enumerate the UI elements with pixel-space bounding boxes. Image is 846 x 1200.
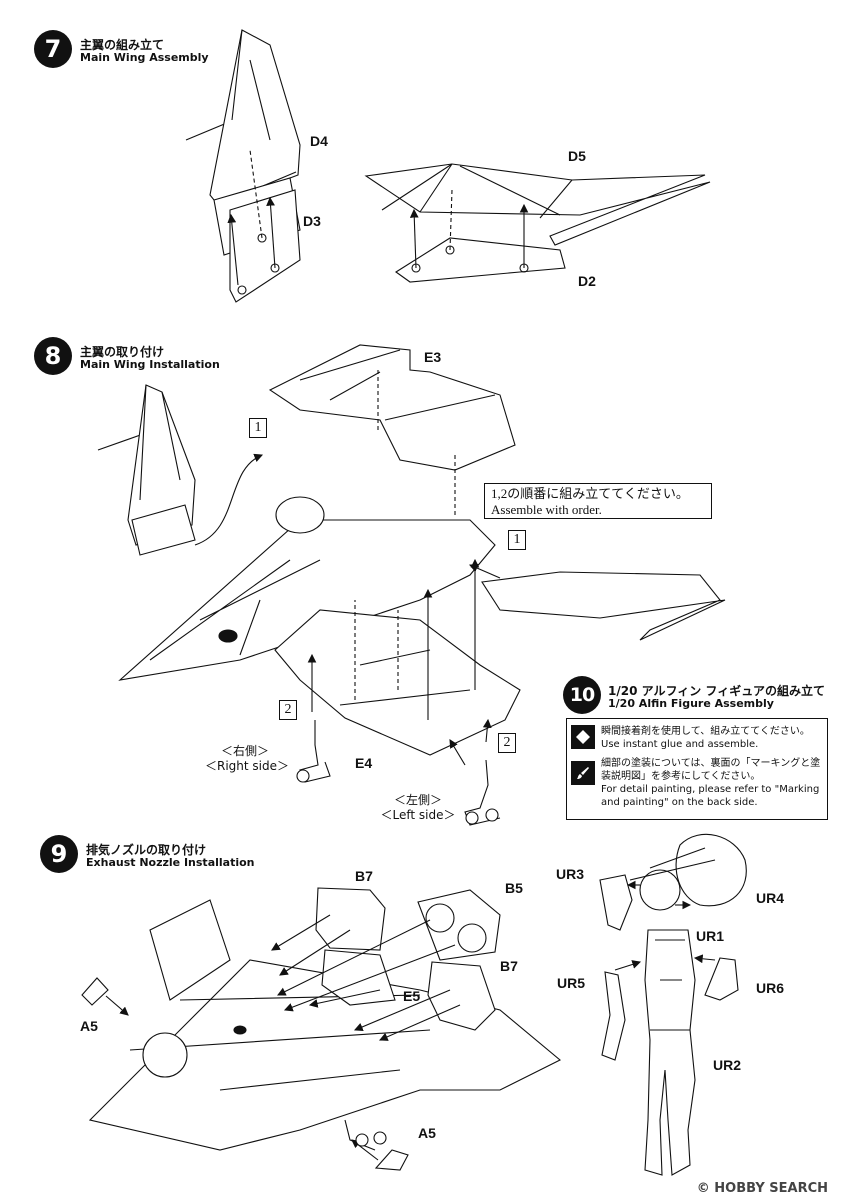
part-label-a5-left: A5 [80, 1018, 98, 1034]
part-label-d5: D5 [568, 148, 586, 164]
part-label-e4: E4 [355, 755, 373, 771]
part-label-ur2: UR2 [713, 1057, 742, 1073]
step-7-badge: 7 [34, 30, 72, 68]
part-label-b7-bottom: B7 [500, 958, 518, 974]
part-label-b5: B5 [505, 880, 523, 896]
note-glue-en: Use instant glue and assemble. [601, 739, 759, 750]
step7-vertical-wing-drawing [186, 30, 300, 302]
figure-notes-box: 瞬間接着剤を使用して、組み立ててください。 Use instant glue a… [566, 718, 828, 820]
step-7-title-jp: 主翼の組み立て [80, 38, 165, 52]
part-label-d4: D4 [310, 133, 328, 149]
left-side-label: ＜左側＞ ＜Left side＞ [378, 793, 458, 823]
step-10-badge: 10 [563, 676, 601, 714]
order-marker-2-left: 2 [279, 700, 297, 720]
note-paint: 細部の塗装については、裏面の「マーキングと塗装説明図」を参考にしてください。 F… [571, 757, 823, 815]
step10-figure-drawing [600, 834, 746, 1175]
step-8-title-jp: 主翼の取り付け [80, 345, 165, 359]
watermark: © HOBBY SEARCH [697, 1181, 828, 1196]
left-side-en: ＜Left side＞ [380, 808, 456, 822]
watermark-logo-icon: © [696, 1181, 715, 1196]
step-10-title-jp: 1/20 アルフィン フィギュアの組み立て [608, 684, 825, 698]
part-label-ur1: UR1 [696, 928, 725, 944]
step-8-badge: 8 [34, 337, 72, 375]
part-label-a5-bottom: A5 [418, 1125, 436, 1141]
note-glue-jp: 瞬間接着剤を使用して、組み立ててください。 [601, 726, 810, 737]
part-label-ur6: UR6 [756, 980, 785, 996]
callout-text-en: Assemble with order. [491, 502, 602, 517]
step-9-badge: 9 [40, 835, 78, 873]
paint-brush-icon [571, 761, 595, 785]
step9-fuselage-drawing [82, 888, 560, 1170]
callout-text-jp: 1,2の順番に組み立ててください。 [491, 486, 689, 501]
part-label-e3: E3 [424, 349, 442, 365]
step-10-title-en: 1/20 Alfin Figure Assembly [608, 697, 774, 710]
step-9-title-jp: 排気ノズルの取り付け [86, 843, 207, 857]
part-label-d2: D2 [578, 273, 596, 289]
step-9-title-en: Exhaust Nozzle Installation [86, 856, 255, 869]
left-side-jp: ＜左側＞ [393, 793, 442, 807]
note-paint-en: For detail painting, please refer to "Ma… [601, 784, 820, 808]
step-7-title-en: Main Wing Assembly [80, 51, 209, 64]
order-marker-2-right: 2 [498, 733, 516, 753]
assembly-order-callout: 1,2の順番に組み立ててください。 Assemble with order. [484, 483, 712, 519]
note-glue: 瞬間接着剤を使用して、組み立ててください。 Use instant glue a… [571, 725, 823, 753]
order-marker-1-right: 1 [508, 530, 526, 550]
watermark-text: HOBBY SEARCH [714, 1181, 828, 1196]
note-paint-jp: 細部の塗装については、裏面の「マーキングと塗装説明図」を参考にしてください。 [601, 758, 821, 782]
right-side-label: ＜右側＞ ＜Right side＞ [205, 744, 290, 774]
right-side-jp: ＜右側＞ [220, 744, 269, 758]
part-label-b7-top: B7 [355, 868, 373, 884]
order-marker-1-left: 1 [249, 418, 267, 438]
part-label-e5: E5 [403, 988, 421, 1004]
step8-fuselage-drawing [98, 345, 725, 825]
part-label-d3: D3 [303, 213, 321, 229]
step7-main-wing-drawing [366, 164, 710, 282]
glue-icon [571, 725, 595, 749]
part-label-ur3: UR3 [556, 866, 585, 882]
right-side-en: ＜Right side＞ [205, 759, 290, 773]
part-label-ur5: UR5 [557, 975, 586, 991]
part-label-ur4: UR4 [756, 890, 785, 906]
step-8-title-en: Main Wing Installation [80, 358, 220, 371]
